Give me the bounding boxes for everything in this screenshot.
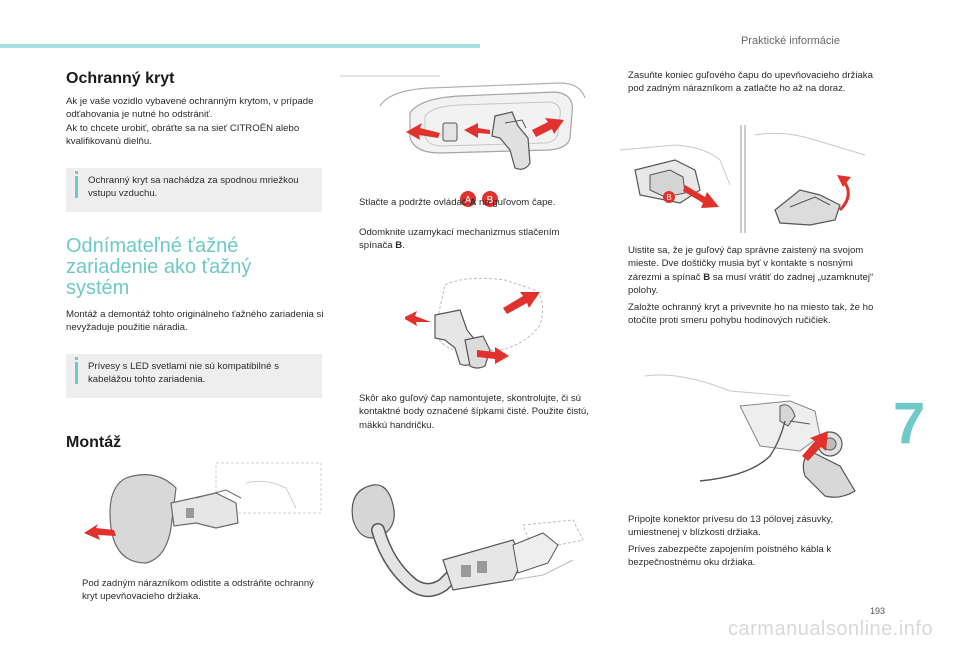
arrow-icon (837, 175, 851, 187)
cover-text: Ak je vaše vozidlo vybavené ochranným kr… (66, 96, 314, 147)
step2a: Stlačte a podržte ovládač A na guľovom č… (359, 197, 556, 208)
note-led: Prívesy s LED svetlami nie sú kompatibil… (66, 354, 322, 398)
arrow-icon (405, 311, 431, 326)
label-a-text: A (465, 195, 472, 206)
badge-b (663, 191, 675, 203)
illustration-ball-locked: B (619, 125, 866, 233)
illustration-ball-insert (351, 484, 584, 597)
step1: Pod zadným nárazníkom odistite a odstráň… (82, 578, 314, 603)
badge-b (482, 191, 498, 207)
arrow-icon (406, 123, 440, 140)
badge-a (460, 191, 476, 207)
arrow-icon (464, 123, 490, 138)
arrow-icon (532, 118, 564, 137)
step5: Uistite sa, že je guľový čap správne zai… (628, 245, 874, 296)
info-icon (75, 357, 78, 384)
label-b-text: B (666, 193, 671, 202)
page-number: 193 (869, 606, 885, 616)
step8: Príves zabezpečte zapojením poistného ká… (628, 544, 832, 569)
chapter-number: 7 (893, 391, 926, 456)
arrow-icon (802, 431, 828, 461)
info-icon (75, 171, 78, 198)
arrow-icon (477, 347, 509, 364)
mount-title: Montáž (66, 434, 122, 451)
section-title: Praktické informácie (740, 35, 840, 47)
illustration-connector (644, 374, 856, 498)
cover-title: Ochranný kryt (66, 70, 175, 87)
label-b-text: B (487, 195, 494, 206)
illustration-contact-check (405, 277, 544, 369)
step2b: Odomknite uzamykací mechanizmus stlačení… (359, 227, 560, 252)
arrow-icon (84, 524, 116, 540)
arrow-icon (503, 292, 540, 314)
watermark: carmanualsonline.info (728, 618, 934, 640)
tow-text: Montáž a demontáž tohto originálneho ťaž… (66, 309, 324, 334)
tow-title: Odnímateľné ťažné zariadenie ako ťažný s… (66, 235, 252, 299)
note-cover: Ochranný kryt sa nachádza za spodnou mri… (66, 168, 322, 212)
step3: Skôr ako guľový čap namontujete, skontro… (359, 393, 589, 431)
header-accent-bar (0, 44, 480, 48)
illustration-ball-release: A B (340, 75, 586, 207)
step4: Zasuňte koniec guľového čapu do upevňova… (628, 70, 873, 95)
arrow-icon (683, 185, 719, 208)
illustration-cover-removal (84, 462, 322, 564)
step6: Založte ochranný kryt a privevnite ho na… (628, 302, 874, 327)
step7: Pripojte konektor prívesu do 13 pólovej … (628, 514, 834, 539)
